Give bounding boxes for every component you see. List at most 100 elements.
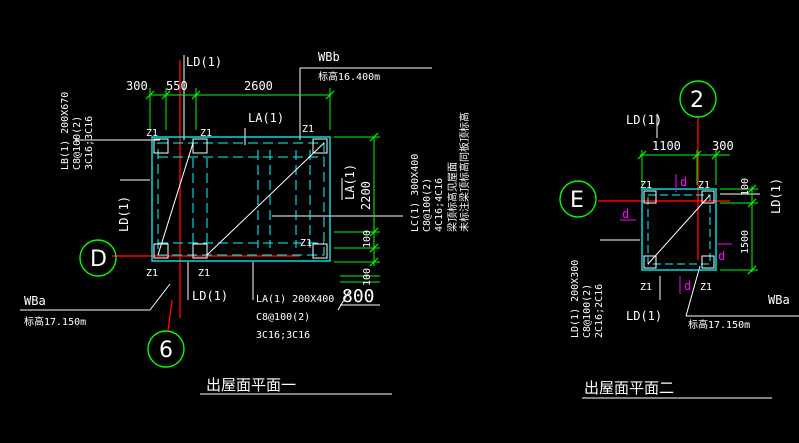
column-label: Z1 [700,282,712,293]
label-ld-top: LD(1) [186,55,222,69]
dim-tick [369,243,379,253]
la-spec-3: 3C16;3C16 [256,330,310,341]
axis-label-d: D [90,247,107,272]
label-wba: WBa [24,294,46,308]
column-label: Z1 [146,268,158,279]
mark-d: d [622,207,629,221]
column-label: Z1 [200,128,212,139]
lb-spec-2: C8@100(2) [72,116,83,170]
opening-diagonal-right [206,142,325,256]
dim-tick [637,150,647,160]
axis-bubble-6 [147,330,185,368]
leader-wba-2-diag [685,265,701,317]
dim-tick [145,90,155,100]
lc-spec-1: LC(1) 300X400 [410,154,421,232]
dim-100b: 100 [362,268,373,286]
dim-2200: 2200 [359,181,373,210]
column-label: Z1 [698,180,710,191]
label-la-top: LA(1) [248,111,284,125]
mark-d: d [684,279,691,293]
label-wba-elev: 标高17.150m [24,315,86,328]
column-label: Z1 [198,268,210,279]
lc-spec-2: C8@100(2) [422,178,433,232]
column-label: Z1 [640,180,652,191]
column-label: Z1 [300,238,312,249]
axis-label-2: 2 [690,88,704,113]
inner-beam-outline-2 [647,194,711,265]
column-box [312,138,328,154]
axis-label-6: 6 [159,338,173,363]
axis-label-e: E [570,188,584,213]
opening-diagonal-left [157,142,194,256]
column-box [701,190,715,204]
dim-tick [747,184,757,194]
outer-beam-outline [151,136,331,262]
dim-300-2: 300 [712,139,734,153]
dim-100-2: 100 [740,178,751,196]
label-ld-top-2: LD(1) [626,113,662,127]
axis-bubble-d [79,239,117,277]
dim-1500: 1500 [740,230,751,254]
column-label: Z1 [302,124,314,135]
column-box [192,138,208,154]
dim-tick [711,150,721,160]
dim-550: 550 [166,79,188,93]
label-wbb-elev: 标高16.400m [318,70,380,83]
inner-beam-outline [157,142,325,256]
label-wba-2: WBa [768,293,790,307]
dim-tick [369,257,379,267]
dim-1100: 1100 [652,139,681,153]
label-ld-left: LD(1) [117,196,131,232]
lc-note-1: 梁顶标高见屋面 [446,162,459,232]
dim-tick [325,90,335,100]
dim-tick [161,90,171,100]
dim-tick [369,227,379,237]
ld-spec-2: C8@100(2) [582,284,593,338]
column-label: Z1 [640,282,652,293]
lb-spec-1: LB(1) 200X670 [60,92,71,170]
dim-tick [747,198,757,208]
mark-d: d [718,249,725,263]
column-box [153,138,169,154]
la-spec-1: LA(1) 200X400 [256,294,334,305]
plan-1: LD(1) WBb 标高16.400m 300 550 2600 LA(1) Z… [20,50,471,395]
scale-slash [337,289,351,311]
axis-line-6-lower [167,299,173,332]
label-ld-bottom: LD(1) [192,289,228,303]
label-ld-right-2: LD(1) [769,178,783,214]
ld-spec-1: LD(1) 200X300 [570,260,581,338]
dim-300: 300 [126,79,148,93]
outer-beam-outline-2 [641,188,717,271]
dim-tick [692,150,702,160]
label-la-right: LA(1) [343,164,357,200]
axis-bubble-e [559,180,597,218]
scale-label: 800 [342,286,375,307]
column-label: Z1 [146,128,158,139]
column-box [312,243,328,259]
mark-d: d [680,175,687,189]
label-ld-bottom-2: LD(1) [626,309,662,323]
column-box [701,255,715,269]
la-spec-2: C8@100(2) [256,312,310,323]
lc-spec-3: 4C16;4C16 [434,178,445,232]
lc-note-2: 未标注梁顶标高同板顶标高 [458,112,471,232]
plan-2-title: 出屋面平面二 [584,379,674,397]
label-wbb: WBb [318,50,340,64]
leader-wba-diag [149,283,171,311]
dim-tick [191,90,201,100]
plan-2: LD(1) 1100 300 Z1 Z1 Z1 Z1 d d d d 100 1… [559,80,799,399]
lb-spec-3: 3C16;3C16 [84,116,95,170]
column-box [643,255,657,269]
column-box [643,190,657,204]
label-wba-elev-2: 标高17.150m [688,318,750,331]
column-box [192,243,208,259]
dim-tick [747,265,757,275]
dim-100a: 100 [362,230,373,248]
axis-bubble-2 [679,80,717,118]
dim-2600: 2600 [244,79,273,93]
opening-diagonal-2 [647,194,711,265]
dim-tick [369,132,379,142]
ld-spec-3: 2C16;2C16 [594,284,605,338]
